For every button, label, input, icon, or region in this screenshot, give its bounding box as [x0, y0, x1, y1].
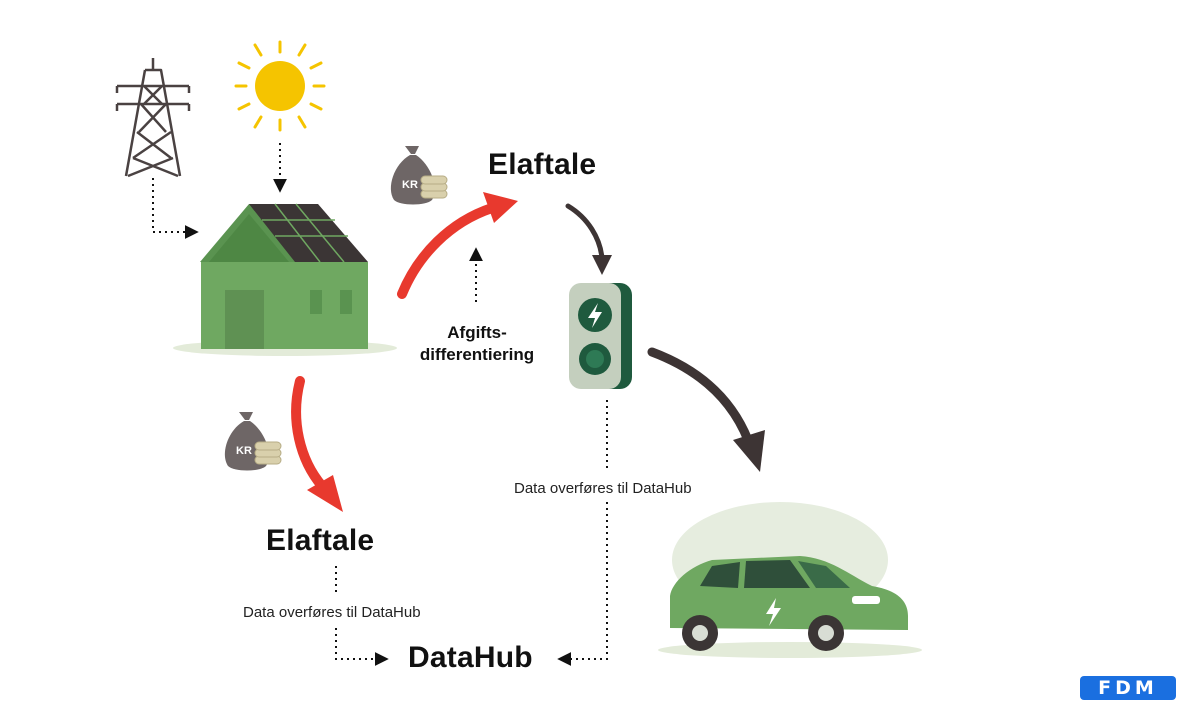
money-bag-label: KR — [236, 445, 252, 457]
charger-to-car-arrow — [647, 347, 765, 472]
pylon-to-house-dotted-arrow — [152, 178, 199, 239]
power-pylon-icon — [115, 58, 191, 178]
datahub-label: DataHub — [408, 641, 533, 674]
fdm-logo: FDM — [1080, 676, 1176, 700]
elaftale-bottom-label: Elaftale — [266, 524, 375, 557]
money-bag-icon: KR — [390, 146, 448, 205]
afgifts-line-1: Afgifts- — [447, 323, 507, 342]
house-to-elaftale-red-arrow — [397, 192, 518, 299]
elaftale-to-datahub-dotted-arrow — [335, 628, 389, 666]
house-icon — [173, 203, 397, 356]
money-bag-label: KR — [402, 179, 418, 191]
money-bag-icon: KR — [224, 412, 282, 471]
house-to-lower-elaftale-red-arrow — [291, 376, 343, 512]
afgifts-differentiering-label: Afgifts- differentiering — [412, 322, 542, 366]
electric-car-icon — [658, 502, 922, 658]
data-transfer-label-left: Data overføres til DataHub — [243, 604, 421, 621]
sun-icon — [234, 40, 326, 132]
charger-to-datahub-dotted-arrow — [557, 502, 608, 666]
elaftale-top-label: Elaftale — [488, 148, 597, 181]
data-transfer-label-right: Data overføres til DataHub — [514, 480, 692, 497]
afgifts-line-2: differentiering — [419, 345, 535, 364]
elaftale-to-charger-arrow — [565, 203, 612, 275]
charger-icon — [569, 283, 632, 389]
